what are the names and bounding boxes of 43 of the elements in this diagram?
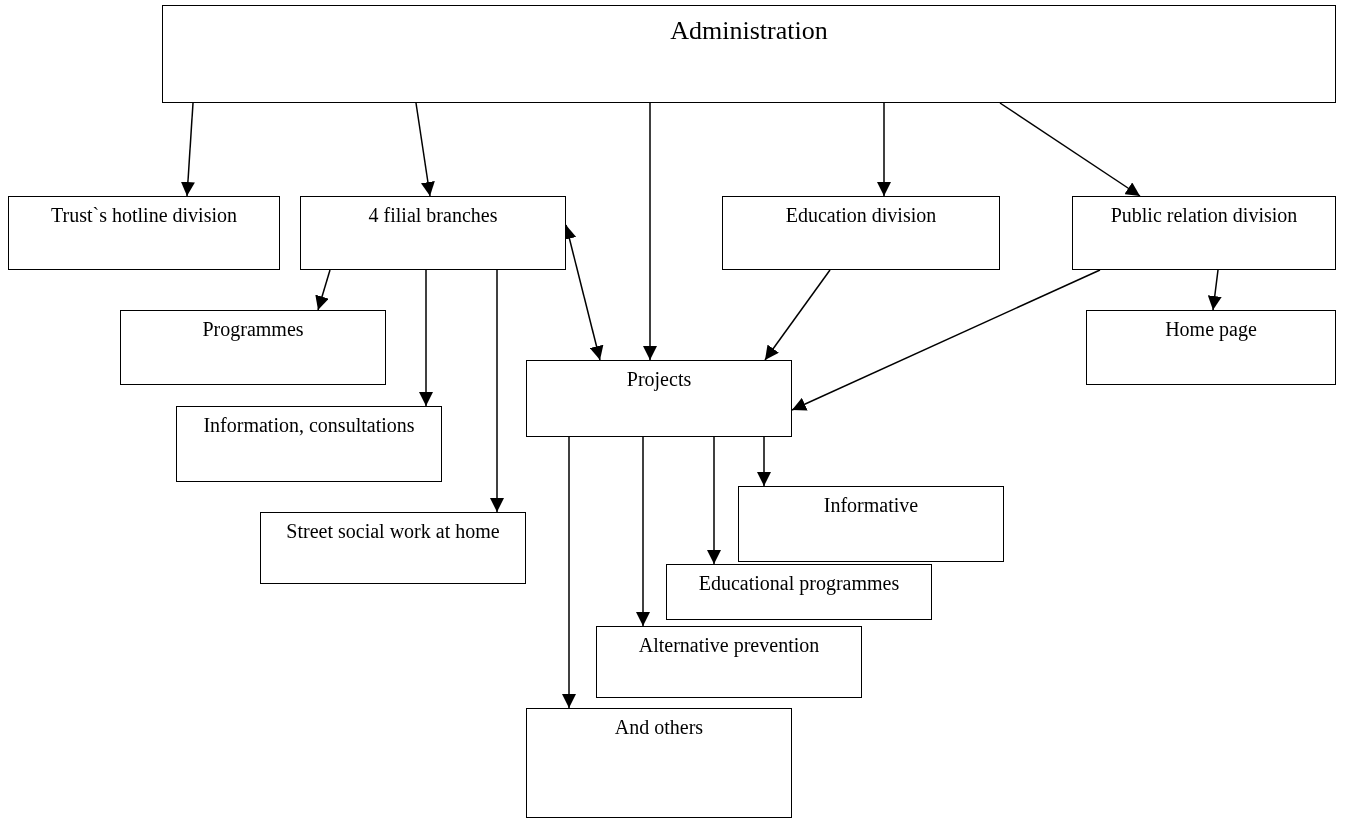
box-label: Street social work at home — [286, 519, 500, 543]
box — [722, 196, 1000, 270]
arrow — [707, 436, 721, 565]
box — [596, 626, 862, 698]
box — [526, 708, 792, 818]
box — [300, 196, 566, 270]
box-label: Projects — [626, 367, 692, 391]
box-label: Trust`s hotline division — [51, 203, 237, 227]
arrow — [562, 436, 576, 709]
box — [8, 196, 280, 270]
box-label: Education division — [785, 203, 937, 227]
arrow — [636, 436, 650, 627]
box — [666, 564, 932, 620]
box-label: Informative — [823, 493, 919, 517]
arrow — [1207, 269, 1222, 311]
box-label: Educational programmes — [698, 571, 900, 595]
box — [1086, 310, 1336, 385]
arrow — [490, 269, 504, 513]
box — [162, 5, 1336, 103]
arrow — [419, 269, 433, 407]
box — [738, 486, 1004, 562]
box-label: Home page — [1165, 317, 1257, 341]
box-label: Alternative prevention — [638, 633, 820, 657]
box — [120, 310, 386, 385]
arrow — [315, 269, 331, 311]
box-label: Information, consultations — [203, 413, 415, 437]
arrow — [757, 436, 771, 487]
box-label: Programmes — [202, 317, 304, 341]
box-label: Public relation division — [1110, 203, 1298, 227]
box-label: 4 filial branches — [368, 203, 498, 227]
arrow — [999, 102, 1141, 197]
arrow — [764, 269, 831, 361]
box — [176, 406, 442, 482]
box — [1072, 196, 1336, 270]
arrow — [415, 102, 435, 197]
box-label: Administration — [670, 16, 828, 46]
arrow — [791, 269, 1101, 411]
arrow — [180, 102, 195, 197]
box-label: And others — [614, 715, 704, 739]
arrow — [877, 102, 891, 197]
box — [260, 512, 526, 584]
box — [526, 360, 792, 437]
arrow — [643, 102, 657, 361]
